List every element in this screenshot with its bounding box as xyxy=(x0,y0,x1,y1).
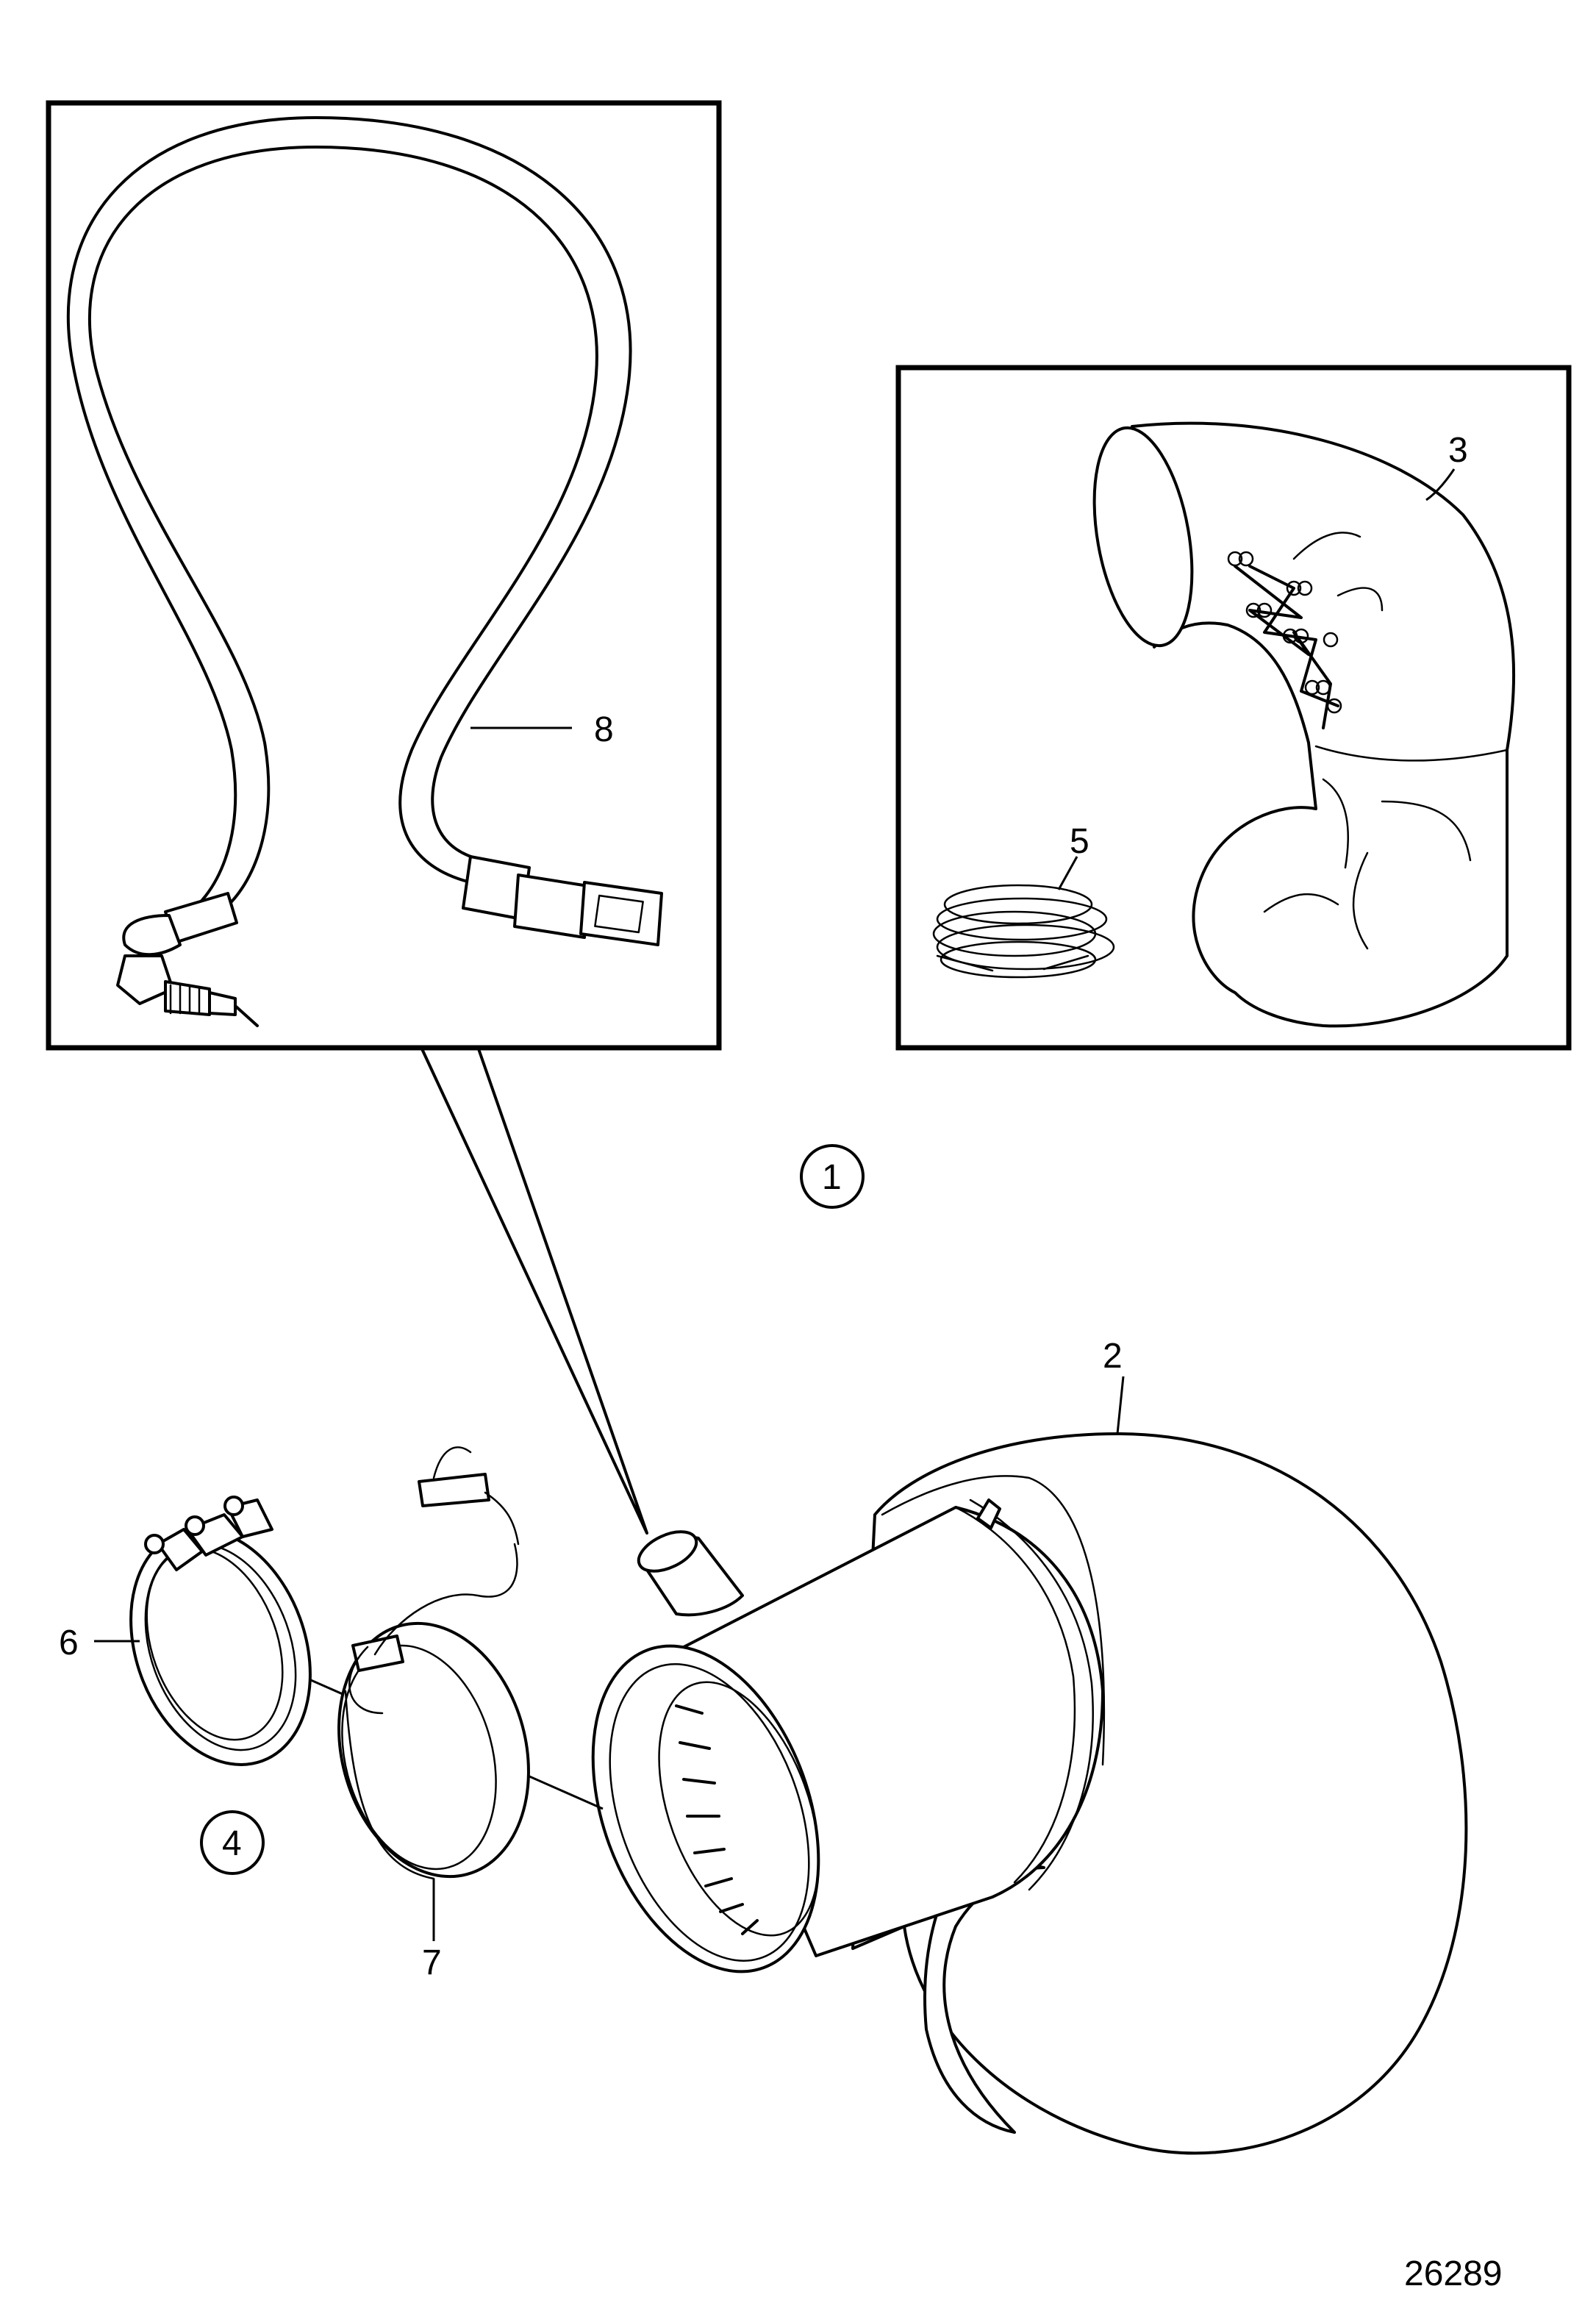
detail-pointer xyxy=(418,1041,648,1535)
detail-box-insulation-kit: 3 5 xyxy=(895,365,1572,1051)
lacing-wire-coil: 5 xyxy=(932,822,1115,979)
exhaust-elbow: 2 xyxy=(591,1337,1468,2155)
callout-6-label: 6 xyxy=(59,1623,79,1662)
callout-3-label: 3 xyxy=(1448,431,1468,470)
cable-connector xyxy=(462,855,663,946)
callout-1: 1 xyxy=(800,1144,865,1209)
figure-number: 26289 xyxy=(1404,2254,1502,2293)
detail-box-sensor-cable: 8 xyxy=(46,100,722,1051)
v-band-clamp: 6 xyxy=(59,1496,312,1766)
callout-1-label: 1 xyxy=(822,1158,842,1197)
temperature-sensor-probe xyxy=(116,892,259,1027)
sensor-cable xyxy=(87,146,598,913)
callout-7-label: 7 xyxy=(422,1943,442,1982)
callout-8-label: 8 xyxy=(594,710,614,749)
callout-4-label: 4 xyxy=(222,1824,242,1863)
insulation-blanket: 3 xyxy=(1092,421,1516,1028)
callout-2-label: 2 xyxy=(1103,1337,1123,1376)
callout-4: 4 xyxy=(200,1810,265,1875)
heat-shield-band: 7 xyxy=(337,1446,530,1982)
callout-5-label: 5 xyxy=(1070,822,1089,861)
